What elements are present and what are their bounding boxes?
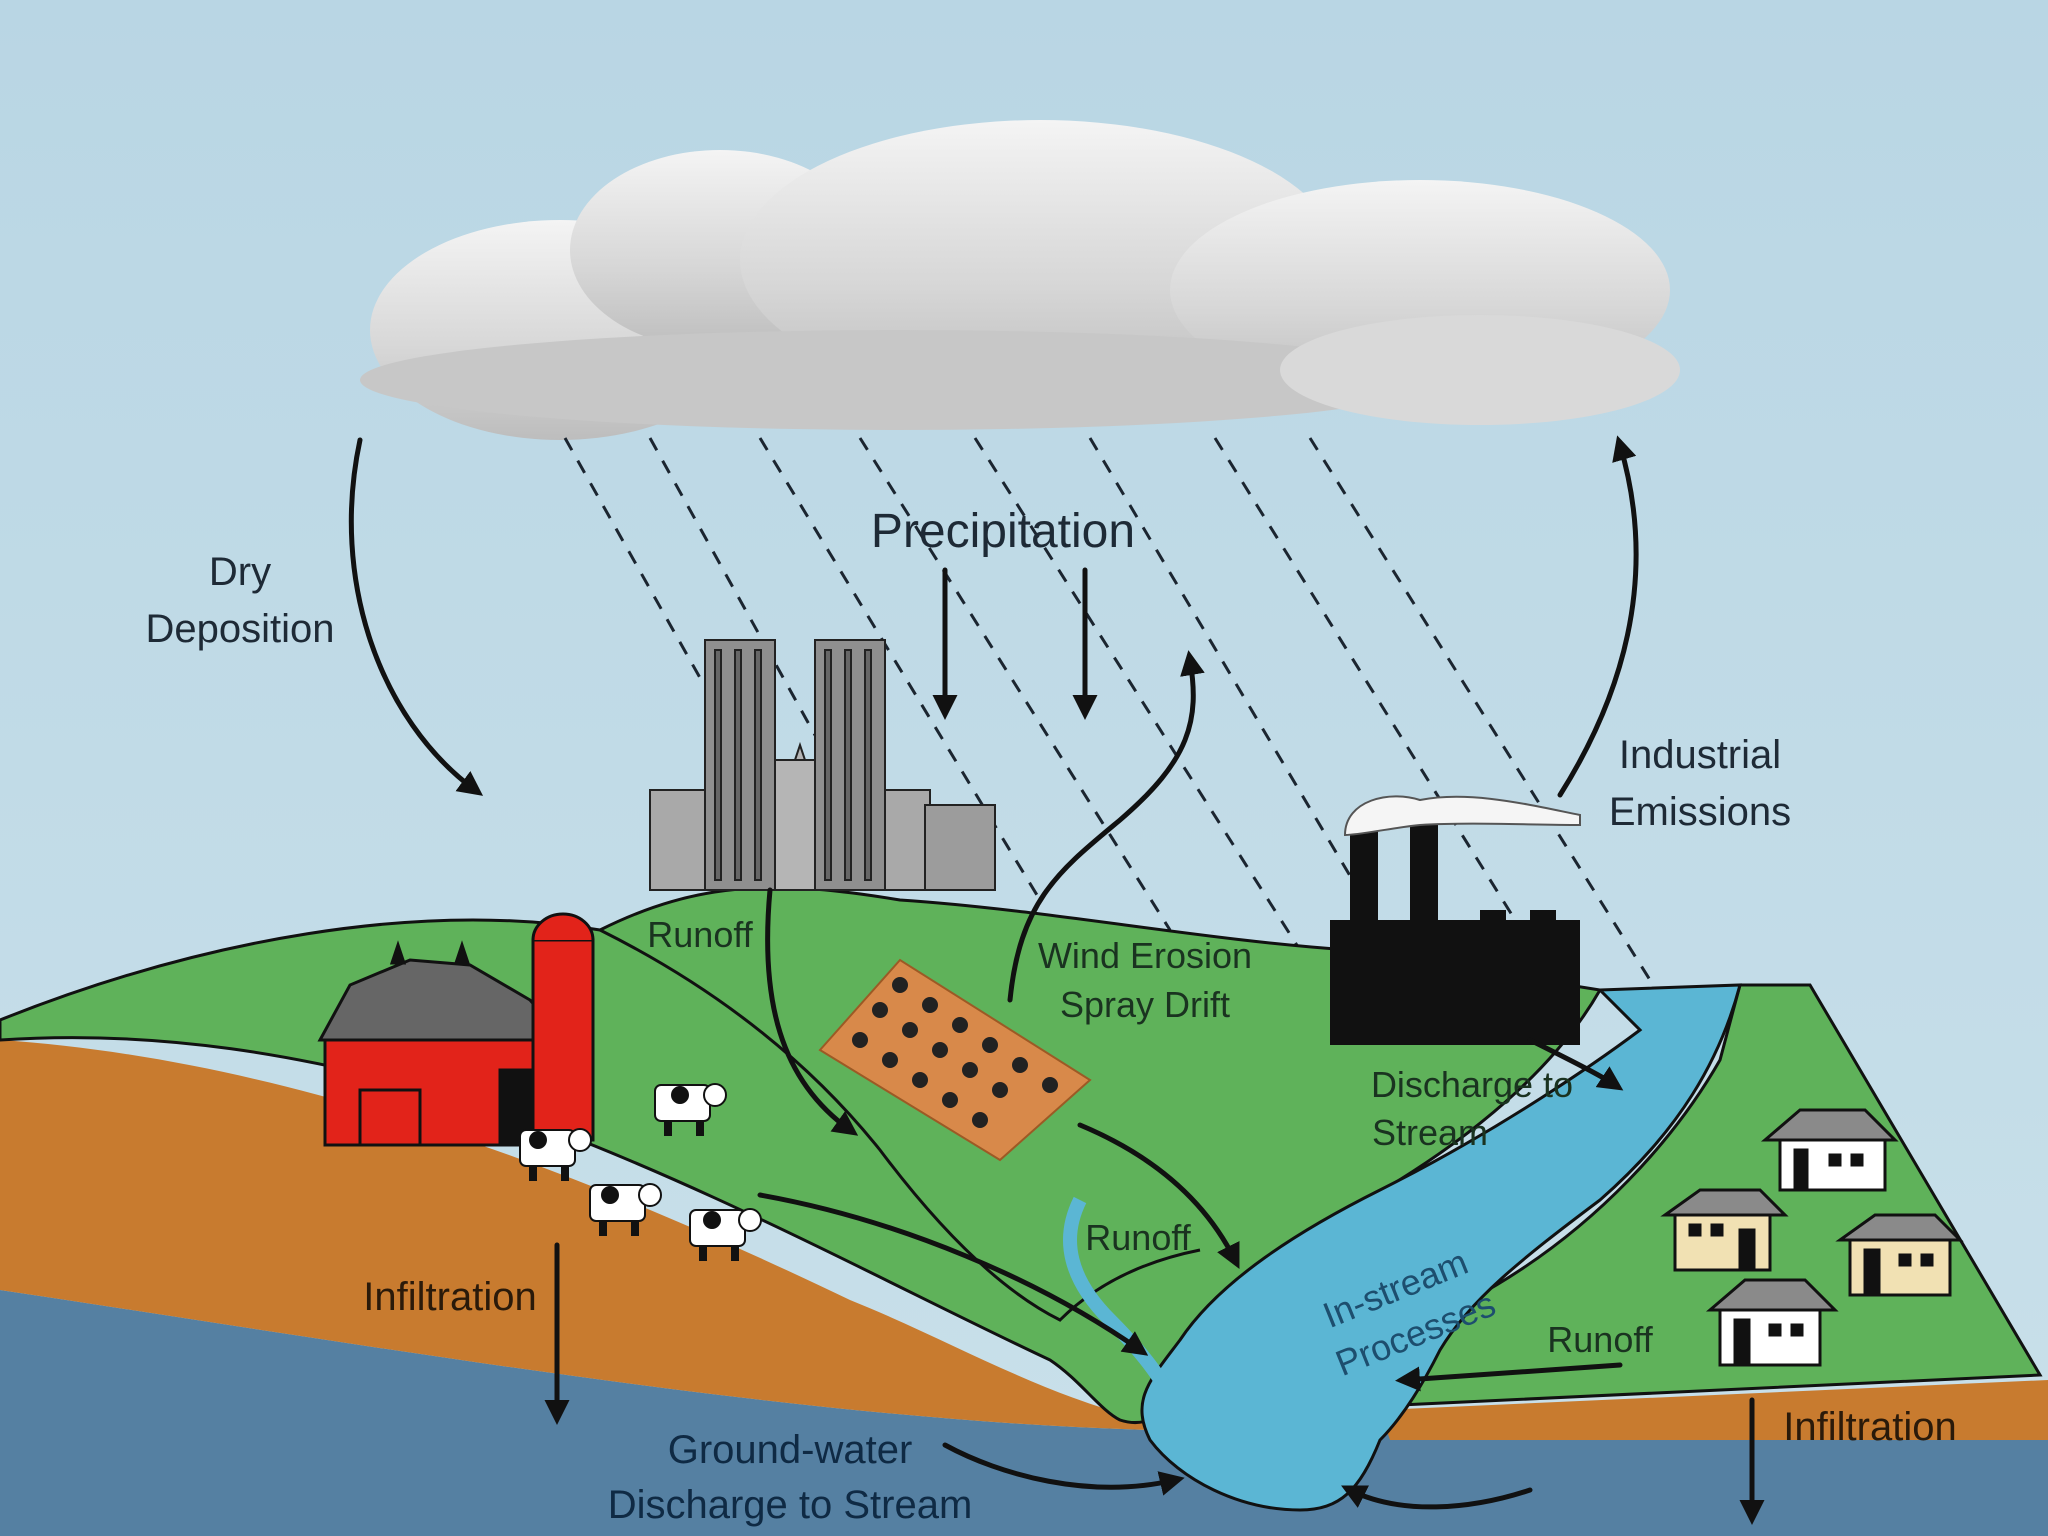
label-groundwater-1: Ground-water xyxy=(668,1428,913,1472)
city-skyline-icon xyxy=(649,639,996,891)
label-wind-erosion-1: Wind Erosion xyxy=(1038,935,1252,976)
tributary xyxy=(1063,1196,1187,1423)
arrow-runoff-field xyxy=(1077,1122,1240,1269)
label-wind-erosion-2: Spray Drift xyxy=(1060,984,1230,1025)
arrow-groundwater-right xyxy=(1341,1485,1533,1510)
label-runoff-town: Runoff xyxy=(1547,1319,1653,1360)
label-runoff-hill: Runoff xyxy=(647,914,753,955)
label-runoff-field: Runoff xyxy=(1085,1217,1191,1258)
barn-icon xyxy=(317,940,569,1147)
inner-hill xyxy=(599,928,1201,1322)
house-icon xyxy=(1660,1108,1964,1367)
groundwater-layer xyxy=(0,1290,2048,1536)
label-infiltration-left: Infiltration xyxy=(363,1275,536,1319)
label-industrial-emissions-2: Emissions xyxy=(1609,790,1791,834)
silo-icon xyxy=(531,912,595,1142)
smoke-icon xyxy=(1343,795,1581,837)
label-dry-deposition-1: Dry xyxy=(209,550,271,594)
arrow-discharge-stream xyxy=(1527,1037,1624,1091)
arrow-industrial-emissions xyxy=(1557,435,1639,798)
label-infiltration-right: Infiltration xyxy=(1783,1405,1956,1449)
labels: Dry Deposition Precipitation Industrial … xyxy=(145,505,1956,1527)
label-groundwater-2: Discharge to Stream xyxy=(608,1483,973,1527)
arrow-groundwater-left xyxy=(942,1442,1185,1496)
arrow-wind-erosion xyxy=(1007,650,1205,1003)
soil-layer-right xyxy=(1380,1380,2048,1440)
cow-icon xyxy=(519,1083,762,1261)
label-dry-deposition-2: Deposition xyxy=(145,607,334,651)
cloud-icon xyxy=(360,120,1680,440)
label-precipitation: Precipitation xyxy=(871,505,1135,558)
soil-layer xyxy=(0,1040,1150,1430)
arrow-runoff-hill xyxy=(765,887,859,1136)
label-discharge-to-stream-2: Stream xyxy=(1372,1112,1488,1153)
label-discharge-to-stream-1: Discharge to xyxy=(1371,1064,1573,1105)
arrow-runoff-town xyxy=(1395,1362,1623,1392)
arrow-runoff-cows xyxy=(757,1192,1149,1356)
stream xyxy=(1140,983,1742,1512)
flow-arrows xyxy=(348,435,1765,1525)
label-industrial-emissions-1: Industrial xyxy=(1619,733,1781,777)
crop-field-icon xyxy=(818,958,1092,1162)
arrow-dry-deposition xyxy=(348,437,484,796)
factory-icon xyxy=(1330,810,1580,1045)
